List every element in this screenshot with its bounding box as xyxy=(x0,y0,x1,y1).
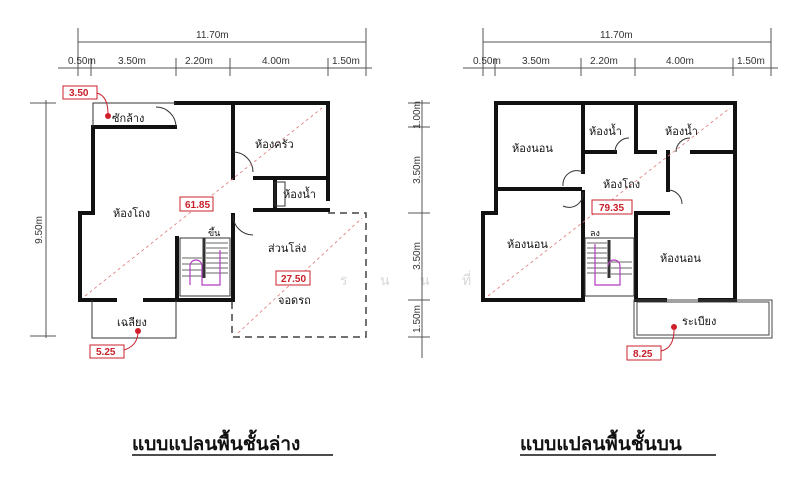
dim-total-width-upper: 11.70m xyxy=(600,30,633,41)
dim-v-2: 3.50m xyxy=(412,156,423,184)
area-tag-hall-upper: 79.35 xyxy=(591,199,633,215)
svg-text:61.85: 61.85 xyxy=(185,200,210,211)
area-tag-hall: 61.85 xyxy=(179,196,214,212)
dim-v-1: 1.00m xyxy=(412,101,423,129)
dim-seg-1: 0.50m xyxy=(68,56,96,67)
dim-total-width: 11.70m xyxy=(196,30,229,41)
svg-text:น: น xyxy=(380,273,390,289)
svg-text:น: น xyxy=(420,273,430,289)
porch-marker xyxy=(135,328,141,334)
dim-seg-5: 1.50m xyxy=(332,56,360,67)
label-kitchen: ห้องครัว xyxy=(255,138,294,151)
laundry-marker xyxy=(105,113,111,119)
dim-seg-3-upper: 2.20m xyxy=(590,56,618,67)
area-tag-balcony: 8.25 xyxy=(626,329,675,361)
upper-floor-plan: 11.70m 0.50m 3.50m 2.20m 4.00m 1.50m 1.0… xyxy=(408,28,778,456)
dim-seg-3: 2.20m xyxy=(185,56,213,67)
label-bedroom-2: ห้องนอน xyxy=(507,238,548,251)
label-balcony: ระเบียง xyxy=(682,315,716,328)
dim-seg-4-upper: 4.00m xyxy=(666,56,694,67)
svg-text:5.25: 5.25 xyxy=(96,347,116,358)
label-hall: ห้องโถง xyxy=(113,206,150,220)
label-bathroom-2: ห้องน้ำ xyxy=(665,123,698,138)
label-hall-upper: ห้องโถง xyxy=(603,177,640,191)
area-tag-laundry: 3.50 xyxy=(62,85,109,115)
svg-text:ร: ร xyxy=(340,273,348,289)
label-laundry: ซักล้าง xyxy=(112,112,144,125)
dim-seg-2-upper: 3.50m xyxy=(522,56,550,67)
label-porch: เฉลียง xyxy=(117,316,147,329)
svg-text:8.25: 8.25 xyxy=(633,349,653,360)
dim-seg-4: 4.00m xyxy=(262,56,290,67)
plan-title-ground: แบบแปลนพื้นชั้นล่าง xyxy=(132,429,300,455)
watermark: ร น น ที่ xyxy=(340,271,471,289)
svg-text:3.50: 3.50 xyxy=(69,88,89,99)
svg-text:27.50: 27.50 xyxy=(281,274,306,285)
top-dimensions xyxy=(58,28,372,76)
dim-seg-2: 3.50m xyxy=(118,56,146,67)
walls-upper xyxy=(481,101,737,302)
label-bathroom: ห้องน้ำ xyxy=(283,186,316,201)
carport-outline xyxy=(231,212,367,338)
staircase xyxy=(179,237,231,297)
plan-title-upper: แบบแปลนพื้นชั้นบน xyxy=(520,429,682,455)
door-swings-upper xyxy=(562,137,691,208)
area-tag-carport: 27.50 xyxy=(275,270,311,286)
dim-seg-1-upper: 0.50m xyxy=(473,56,501,67)
label-bedroom-1: ห้องนอน xyxy=(512,142,553,155)
label-stairs-up: ขึ้น xyxy=(208,226,220,239)
laundry-outline xyxy=(92,102,286,236)
dim-seg-5-upper: 1.50m xyxy=(737,56,765,67)
area-tag-porch: 5.25 xyxy=(89,332,139,359)
porch-outline xyxy=(91,300,177,339)
svg-text:ที่: ที่ xyxy=(462,271,471,289)
dim-v-4: 1.50m xyxy=(412,305,423,333)
dim-v-3: 3.50m xyxy=(412,242,423,270)
label-open-area: ส่วนโล่ง xyxy=(268,241,306,255)
label-carport: จอดรถ xyxy=(278,294,311,307)
walls xyxy=(78,101,330,302)
left-dimension xyxy=(30,100,56,338)
left-dimension-upper xyxy=(408,100,430,358)
balcony-marker xyxy=(671,324,677,330)
svg-text:79.35: 79.35 xyxy=(599,203,624,214)
balcony-outline xyxy=(633,299,773,339)
label-bathroom-1: ห้องน้ำ xyxy=(589,123,622,138)
label-bedroom-3: ห้องนอน xyxy=(660,252,701,265)
ground-floor-plan: 11.70m 0.50m 3.50m 2.20m 4.00m 1.50m 9.5… xyxy=(30,28,372,456)
label-stairs-down: ลง xyxy=(590,229,600,239)
top-dimensions-upper xyxy=(463,28,778,76)
staircase-upper xyxy=(584,237,635,297)
dim-height: 9.50m xyxy=(34,216,45,244)
